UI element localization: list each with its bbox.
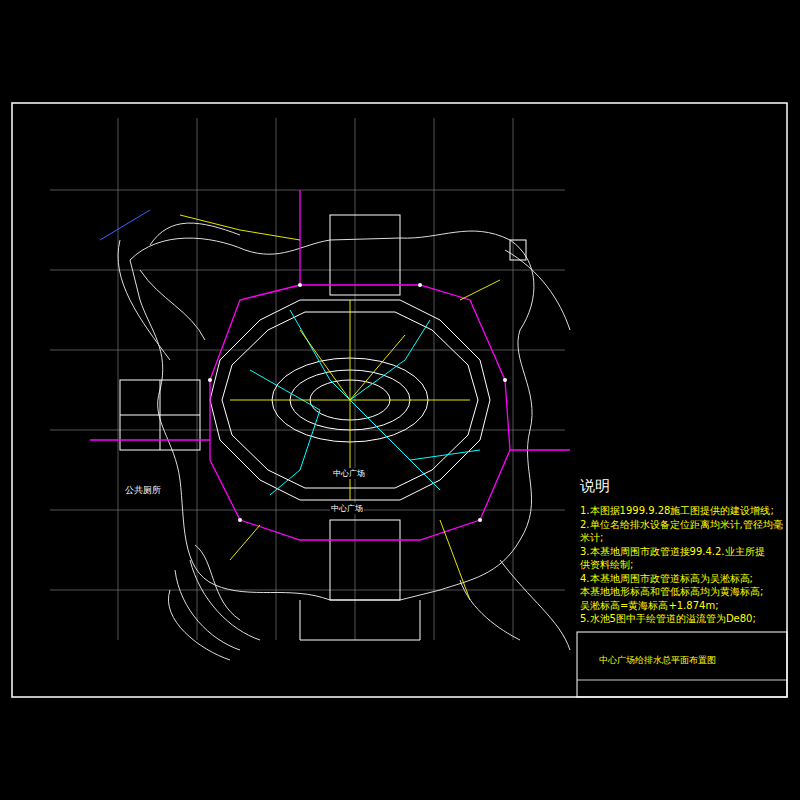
note-line: 3.本基地周围市政管道接99.4.2.业主所提 bbox=[580, 545, 788, 559]
note-line: 吴淞标高=黄海标高+1.874m; bbox=[580, 599, 788, 613]
note-line: 2.单位名给排水设备定位距离均米计,管径均毫米计; bbox=[580, 518, 788, 545]
notes-heading: 说明 bbox=[580, 476, 788, 496]
notes-block: 说明 1.本图据1999.9.28施工图提供的建设增线;2.单位名给排水设备定位距… bbox=[580, 476, 788, 626]
area-label: 公共厕所 bbox=[124, 484, 162, 497]
area-label: 中心广场 bbox=[330, 503, 364, 514]
note-line: 5.水池5图中手绘管道的溢流管为De80; bbox=[580, 612, 788, 626]
note-line: 供资料绘制; bbox=[580, 558, 788, 572]
area-label: 中心广场 bbox=[332, 468, 366, 479]
note-line: 本基地地形标高和管低标高均为黄海标高; bbox=[580, 585, 788, 599]
note-line: 4.本基地周围市政管道标高为吴淞标高; bbox=[580, 572, 788, 586]
drawing-title: 中心广场给排水总平面布置图 bbox=[598, 654, 717, 667]
note-line: 1.本图据1999.9.28施工图提供的建设增线; bbox=[580, 504, 788, 518]
